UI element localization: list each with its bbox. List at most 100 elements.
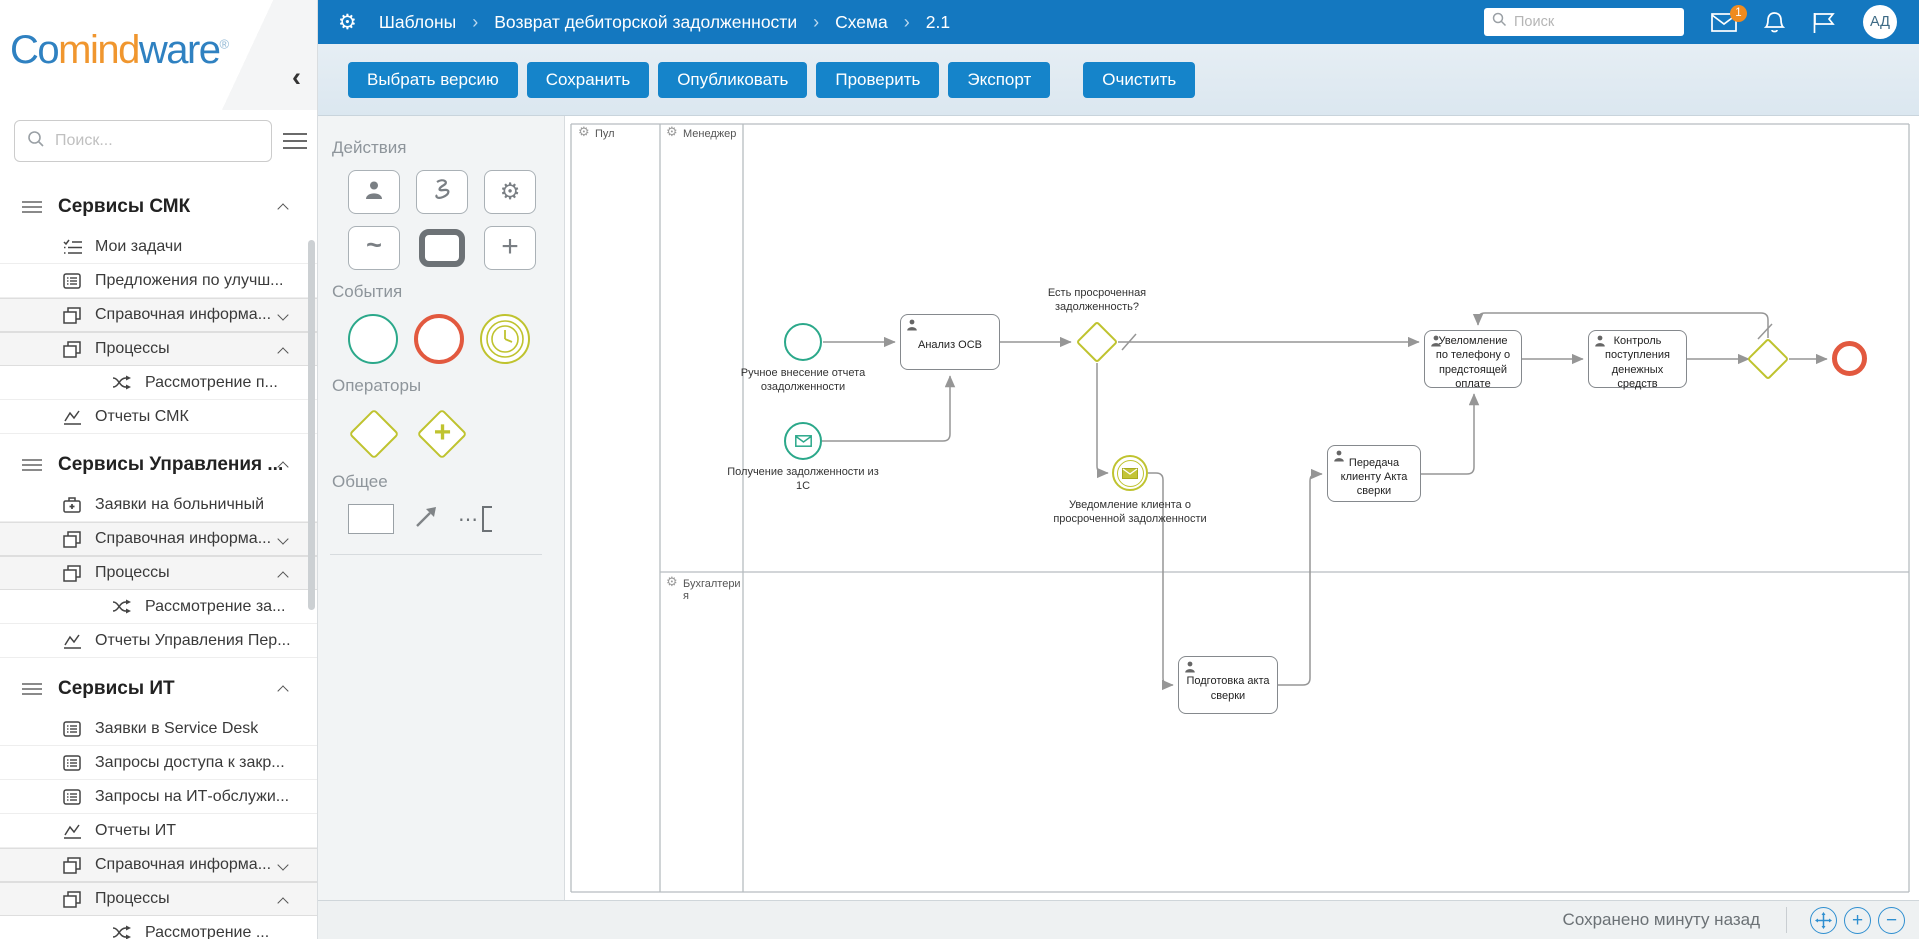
lane-manager-label[interactable]: Менеджер bbox=[683, 128, 737, 140]
start-event-message[interactable] bbox=[784, 422, 822, 460]
sidebar-search-input[interactable] bbox=[55, 132, 255, 150]
sidebar-item-service-desk[interactable]: Заявки в Service Desk bbox=[0, 712, 317, 746]
select-version-button[interactable]: Выбрать версию bbox=[348, 61, 518, 98]
pool-gear-icon[interactable]: ⚙ bbox=[578, 125, 590, 140]
palette-timer-event[interactable] bbox=[480, 314, 530, 364]
chevron-up-icon bbox=[277, 897, 289, 909]
avatar[interactable]: АД bbox=[1863, 5, 1897, 39]
palette-start-event[interactable] bbox=[348, 314, 398, 364]
sidebar-subitem-review[interactable]: Рассмотрение за... bbox=[0, 590, 317, 624]
palette-service-task[interactable]: ⚙ bbox=[484, 170, 536, 214]
sidebar-item-reference-info[interactable]: Справочная информа... bbox=[0, 522, 317, 556]
task-analysis[interactable]: Анализ ОСВ bbox=[900, 314, 1000, 370]
item-label: Запросы на ИТ-обслужи... bbox=[95, 787, 290, 805]
task-phone-notify[interactable]: Увеломление по телефону о предстоящей оп… bbox=[1424, 330, 1522, 390]
sidebar-item-processes[interactable]: Процессы bbox=[0, 556, 317, 590]
item-label: Заявки в Service Desk bbox=[95, 719, 259, 737]
global-search[interactable] bbox=[1484, 8, 1684, 36]
sidebar-item-reports-management[interactable]: Отчеты Управления Пер... bbox=[0, 624, 317, 658]
sidebar-section-management[interactable]: Сервисы Управления ... bbox=[0, 442, 317, 488]
lane-accounting-label[interactable]: Бухгалтерия bbox=[683, 578, 741, 602]
person-icon bbox=[1594, 335, 1606, 351]
sidebar-decoration bbox=[157, 0, 317, 110]
end-event[interactable] bbox=[1832, 341, 1867, 376]
sidebar-subitem-review[interactable]: Рассмотрение ... bbox=[0, 916, 317, 939]
sidebar-search[interactable] bbox=[14, 120, 272, 162]
publish-button[interactable]: Опубликовать bbox=[658, 61, 808, 98]
palette-connector-arrow[interactable] bbox=[414, 505, 438, 534]
bell-icon[interactable] bbox=[1764, 11, 1785, 34]
breadcrumb-template-name[interactable]: Возврат дебиторской задолженности bbox=[494, 11, 798, 32]
pool-label[interactable]: Пул bbox=[595, 128, 615, 140]
save-status-text: Сохранено минуту назад bbox=[1562, 910, 1760, 929]
shape-palette: Действия ⚙ ~ + bbox=[318, 116, 565, 900]
pages-icon bbox=[62, 564, 82, 582]
chevron-down-icon bbox=[277, 533, 289, 545]
sidebar-collapse-icon[interactable]: ‹ bbox=[292, 62, 301, 92]
palette-gateway-parallel[interactable]: + bbox=[416, 408, 468, 460]
sidebar-item-it-requests[interactable]: Запросы на ИТ-обслужи... bbox=[0, 780, 317, 814]
breadcrumb-scheme[interactable]: Схема bbox=[835, 11, 888, 32]
palette-script-task[interactable] bbox=[416, 170, 468, 214]
pan-icon bbox=[1815, 911, 1832, 929]
flag-icon[interactable] bbox=[1812, 11, 1836, 33]
list-icon bbox=[62, 272, 82, 290]
sidebar-scrollbar[interactable] bbox=[308, 240, 315, 610]
pan-button[interactable] bbox=[1810, 906, 1837, 934]
sidebar-item-access-requests[interactable]: Запросы доступа к закр... bbox=[0, 746, 317, 780]
process-shuffle-icon bbox=[112, 924, 132, 939]
breadcrumb-version[interactable]: 2.1 bbox=[925, 11, 951, 32]
sidebar-subitem-review[interactable]: Рассмотрение п... bbox=[0, 366, 317, 400]
palette-group-rectangle[interactable] bbox=[348, 504, 394, 534]
sidebar-item-processes[interactable]: Процессы bbox=[0, 332, 317, 366]
sidebar-section-it[interactable]: Сервисы ИТ bbox=[0, 666, 317, 712]
sidebar-item-proposals[interactable]: Предложения по улучш... bbox=[0, 264, 317, 298]
palette-end-event[interactable] bbox=[414, 314, 464, 364]
clear-button[interactable]: Очистить bbox=[1083, 61, 1196, 98]
event-notify-client[interactable] bbox=[1112, 455, 1148, 491]
start-event-manual[interactable] bbox=[784, 323, 822, 361]
mail-badge: 1 bbox=[1730, 4, 1747, 22]
sidebar-item-reference-info[interactable]: Справочная информа... bbox=[0, 298, 317, 332]
menu-icon[interactable] bbox=[283, 132, 307, 150]
lane-gear-icon[interactable]: ⚙ bbox=[666, 125, 678, 140]
palette-subprocess[interactable] bbox=[416, 226, 468, 270]
palette-text-annotation[interactable]: ⋯ bbox=[458, 506, 492, 532]
gear-icon[interactable]: ⚙ bbox=[338, 9, 357, 34]
check-button[interactable]: Проверить bbox=[816, 61, 940, 98]
sidebar-item-reports-smk[interactable]: Отчеты СМК bbox=[0, 400, 317, 434]
task-send-act[interactable]: Передача клиенту Акта сверки bbox=[1327, 445, 1421, 502]
chart-icon bbox=[62, 408, 82, 426]
zoom-in-button[interactable]: + bbox=[1844, 906, 1871, 934]
global-search-input[interactable] bbox=[1514, 14, 1664, 30]
section-menu-icon bbox=[22, 198, 42, 216]
palette-gateway-exclusive[interactable] bbox=[348, 408, 400, 460]
breadcrumb-separator: › bbox=[472, 11, 479, 32]
lane-gear-icon[interactable]: ⚙ bbox=[666, 575, 678, 590]
mail-icon[interactable]: 1 bbox=[1711, 4, 1747, 32]
palette-wave-connector[interactable]: ~ bbox=[348, 226, 400, 270]
sidebar-item-reports-it[interactable]: Отчеты ИТ bbox=[0, 814, 317, 848]
diagram-canvas[interactable]: ⚙ Пул ⚙ Менеджер ⚙ Бухгалтерия Ручное вн… bbox=[565, 116, 1919, 900]
save-button[interactable]: Сохранить bbox=[526, 61, 650, 98]
sidebar-item-sick-leave[interactable]: Заявки на больничный bbox=[0, 488, 317, 522]
task-control-payment[interactable]: Контроль поступления денежных средств bbox=[1588, 330, 1687, 390]
palette-user-task[interactable] bbox=[348, 170, 400, 214]
palette-expand[interactable]: + bbox=[484, 226, 536, 270]
item-label: Заявки на больничный bbox=[95, 495, 265, 513]
event-inner-ring bbox=[1116, 459, 1144, 487]
sidebar-item-processes[interactable]: Процессы bbox=[0, 882, 317, 916]
sidebar-section-smk[interactable]: Сервисы СМК bbox=[0, 184, 317, 230]
list-icon bbox=[62, 788, 82, 806]
gateway-overdue-label: Есть просроченная задолженность? bbox=[1047, 287, 1147, 314]
sidebar-item-my-tasks[interactable]: Мои задачи bbox=[0, 230, 317, 264]
task-prepare-act[interactable]: Подготовка акта сверки bbox=[1178, 656, 1278, 714]
task-label: Подготовка акта сверки bbox=[1186, 675, 1270, 702]
export-button[interactable]: Экспорт bbox=[948, 61, 1051, 98]
item-label: Рассмотрение ... bbox=[145, 923, 270, 939]
pages-icon bbox=[62, 340, 82, 358]
status-bar: Сохранено минуту назад + − bbox=[318, 900, 1919, 939]
sidebar-item-reference-info[interactable]: Справочная информа... bbox=[0, 848, 317, 882]
breadcrumb-templates[interactable]: Шаблоны bbox=[378, 11, 457, 32]
zoom-out-button[interactable]: − bbox=[1878, 906, 1905, 934]
